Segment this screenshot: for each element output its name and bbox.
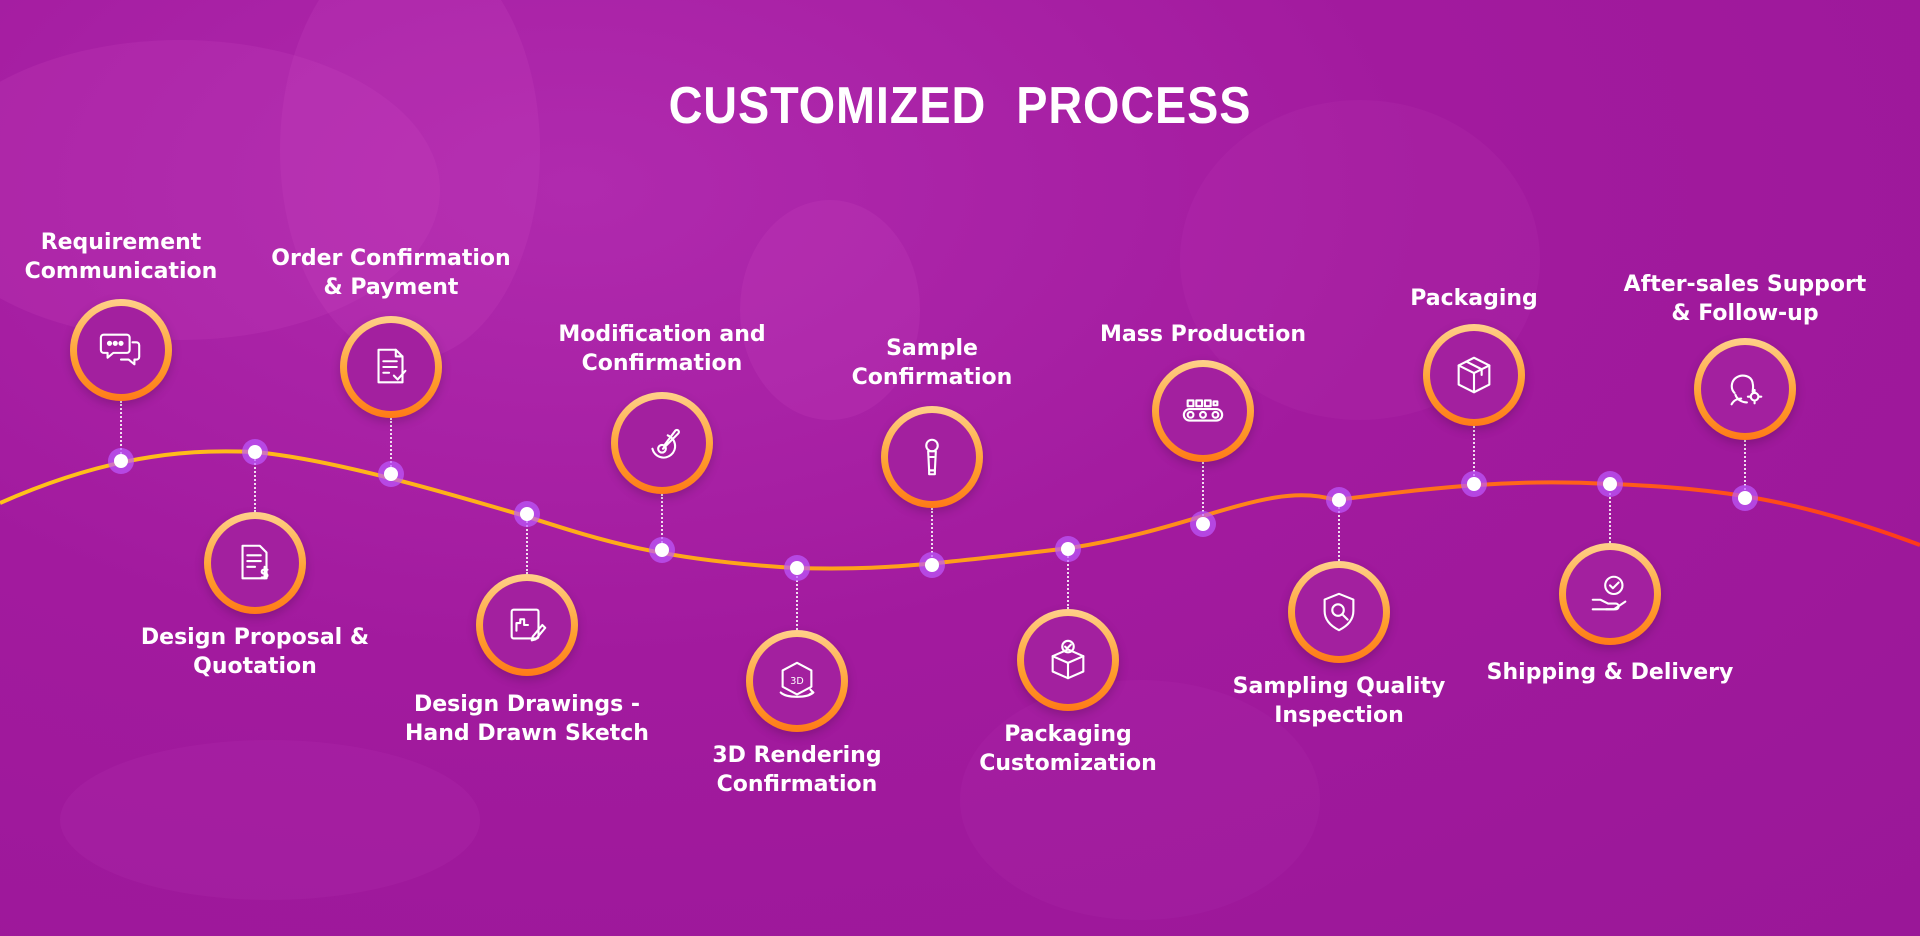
package-box-icon [1430, 331, 1518, 419]
step-node [655, 543, 669, 557]
step-connector [1609, 484, 1611, 543]
background-shape [280, 0, 540, 360]
background-shape [960, 680, 1320, 920]
document-check-icon [347, 323, 435, 411]
step-connector [1067, 549, 1069, 609]
step-icon-circle [1559, 543, 1661, 645]
step-node [1196, 517, 1210, 531]
step-node [925, 558, 939, 572]
step-icon-circle [1423, 324, 1525, 426]
sample-product-icon [888, 413, 976, 501]
step-connector [931, 508, 933, 565]
background-shape [0, 40, 440, 340]
step-connector [796, 568, 798, 630]
step-icon-circle [1152, 360, 1254, 462]
design-stylus-icon [618, 399, 706, 487]
step-icon-circle [1017, 609, 1119, 711]
step-icon-circle: 3D [746, 630, 848, 732]
step-connector [1473, 426, 1475, 484]
step-connector [1202, 462, 1204, 524]
step-connector [526, 514, 528, 574]
step-label: Sampling Quality Inspection [1232, 674, 1446, 728]
step-label: Mass Production [1100, 322, 1306, 347]
step-node [1061, 542, 1075, 556]
document-dollar-icon [211, 519, 299, 607]
step-connector [1744, 440, 1746, 498]
step-connector [120, 401, 122, 461]
svg-text:3D: 3D [790, 676, 803, 687]
step-label: Requirement Communication [24, 230, 218, 284]
step-connector [661, 494, 663, 550]
step-label: Design Drawings - Hand Drawn Sketch [405, 692, 649, 746]
step-node [1332, 493, 1346, 507]
conveyor-belt-icon [1159, 367, 1247, 455]
shield-search-icon [1295, 568, 1383, 656]
sketch-pencil-icon [483, 581, 571, 669]
step-node [790, 561, 804, 575]
step-node [520, 507, 534, 521]
step-label: After-sales Support & Follow-up [1623, 272, 1867, 326]
step-label: Modification and Confirmation [558, 322, 766, 376]
step-label: Packaging Customization [979, 722, 1157, 776]
step-connector [1338, 500, 1340, 561]
background-shape [740, 200, 920, 420]
chat-bubbles-icon [77, 306, 165, 394]
page-title: CUSTOMIZED PROCESS [668, 77, 1252, 135]
background-shape [60, 740, 480, 900]
step-connector [390, 418, 392, 474]
support-agent-icon [1701, 345, 1789, 433]
step-connector [254, 452, 256, 512]
step-node [1467, 477, 1481, 491]
hand-check-icon [1566, 550, 1654, 638]
step-label: Order Confirmation & Payment [271, 246, 511, 300]
step-node [1738, 491, 1752, 505]
step-label: 3D Rendering Confirmation [712, 743, 882, 797]
step-icon-circle [1288, 561, 1390, 663]
step-label: Design Proposal & Quotation [140, 625, 370, 679]
step-icon-circle [340, 316, 442, 418]
step-icon-circle [881, 406, 983, 508]
3d-cube-icon: 3D [753, 637, 841, 725]
step-label: Sample Confirmation [851, 336, 1013, 390]
process-curve-line [0, 449, 1920, 571]
step-icon-circle [476, 574, 578, 676]
step-label: Shipping & Delivery [1486, 660, 1734, 685]
step-icon-circle [70, 299, 172, 401]
open-box-check-icon [1024, 616, 1112, 704]
step-node [384, 467, 398, 481]
step-icon-circle [611, 392, 713, 494]
step-node [248, 445, 262, 459]
step-label: Packaging [1410, 286, 1538, 311]
step-icon-circle [204, 512, 306, 614]
step-icon-circle [1694, 338, 1796, 440]
step-node [1603, 477, 1617, 491]
step-node [114, 454, 128, 468]
